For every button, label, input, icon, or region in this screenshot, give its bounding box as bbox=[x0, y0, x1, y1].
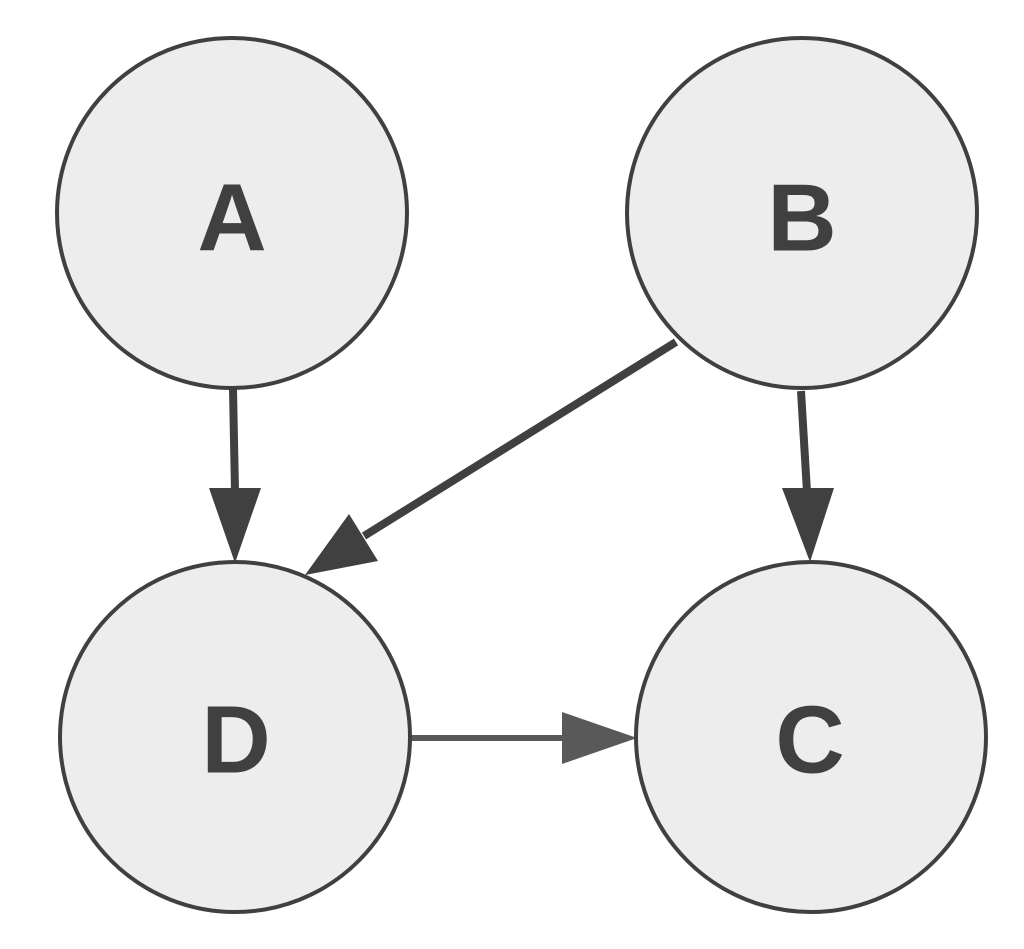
node-c-label: C bbox=[775, 687, 844, 794]
node-a-circle bbox=[55, 36, 409, 390]
edge-d-to-c-arrowhead bbox=[562, 712, 637, 764]
node-d-label: D bbox=[201, 687, 270, 794]
node-a: A bbox=[55, 36, 409, 390]
node-c-circle bbox=[634, 560, 988, 914]
node-d-circle bbox=[58, 560, 412, 914]
edge-a-to-d-line bbox=[229, 388, 239, 493]
node-b-circle bbox=[625, 36, 979, 390]
edge-b-to-d-arrowhead bbox=[305, 514, 378, 575]
node-a-label: A bbox=[197, 165, 266, 272]
edge-b-to-c-arrowhead bbox=[782, 488, 834, 562]
edge-a-to-d-arrowhead bbox=[209, 488, 261, 563]
edge-b-to-c-line bbox=[797, 390, 811, 493]
edge-a-to-d bbox=[209, 388, 261, 563]
edge-layer bbox=[209, 338, 834, 764]
node-b-label: B bbox=[767, 165, 836, 272]
node-d: D bbox=[58, 560, 412, 914]
edge-d-to-c bbox=[410, 712, 637, 764]
edge-b-to-c bbox=[782, 390, 834, 562]
node-layer: A B D C bbox=[55, 36, 988, 914]
edge-b-to-d-line bbox=[361, 338, 679, 540]
node-c: C bbox=[634, 560, 988, 914]
edge-b-to-d bbox=[305, 338, 679, 575]
node-b: B bbox=[625, 36, 979, 390]
